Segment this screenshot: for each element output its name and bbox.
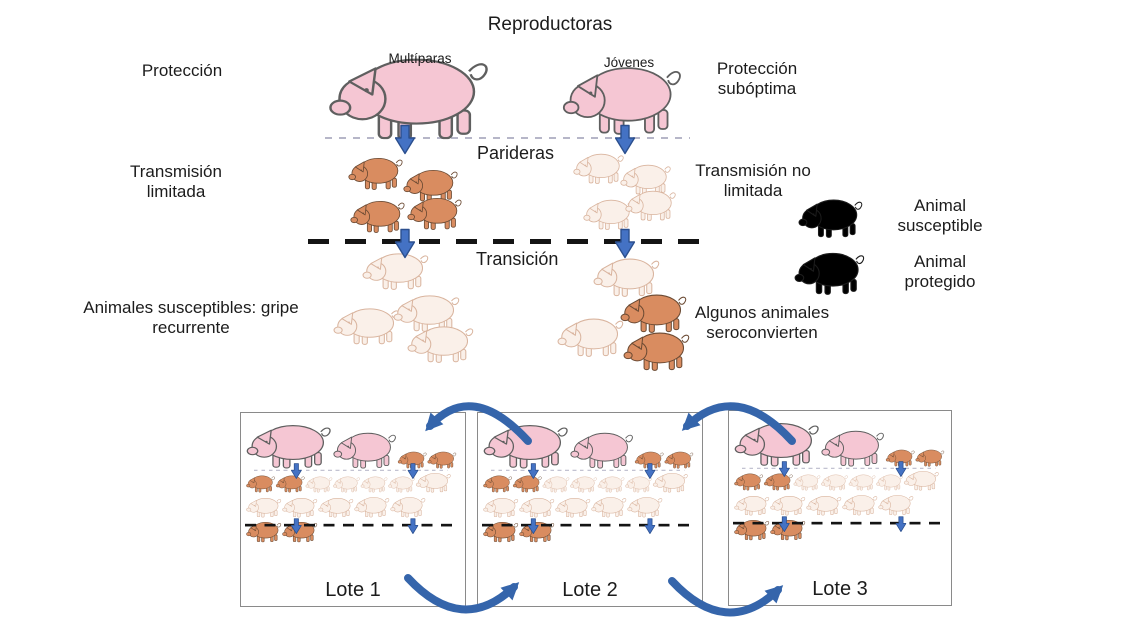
sow-multiparas-icon <box>734 422 819 467</box>
protected-piglet-icon <box>407 197 462 230</box>
susceptible-piglet-icon <box>842 495 878 516</box>
down-arrow-icon <box>779 461 790 477</box>
lote-2-mini-diagram <box>481 421 695 596</box>
lote-1-label: Lote 1 <box>325 579 381 601</box>
susceptible-piglet-icon <box>282 498 318 518</box>
susceptible-piglet-icon <box>557 318 624 357</box>
protected-piglet-icon <box>623 332 690 371</box>
susceptible-piglet-icon <box>333 476 360 493</box>
farrowing-divider-line <box>490 469 685 471</box>
down-arrow-icon <box>528 518 539 534</box>
susceptible-piglet-icon <box>806 496 842 516</box>
susceptible-piglet-icon <box>318 498 354 518</box>
sow-multiparas-icon <box>483 424 568 469</box>
farrowing-divider-line <box>325 137 690 139</box>
susceptible-piglet-icon <box>542 476 570 493</box>
transition-divider-line <box>244 523 455 527</box>
susceptible-piglet-icon <box>354 497 390 518</box>
label-transition: Transición <box>476 249 559 269</box>
protected-piglet-icon <box>620 294 687 333</box>
susceptible-piglet-icon <box>848 474 876 491</box>
susceptible-piglet-icon <box>625 190 676 221</box>
susceptible-piglet-icon <box>652 473 688 493</box>
down-arrow-icon <box>407 518 419 534</box>
label-protection: Protección <box>141 61 223 80</box>
susceptible-piglet-icon <box>573 153 624 184</box>
susceptible-piglet-icon <box>390 497 426 518</box>
sow-jovenes-icon <box>333 432 396 469</box>
susceptible-piglet-icon <box>483 498 519 518</box>
sow-multiparas-icon <box>246 424 331 469</box>
sow-jovenes-icon <box>570 432 633 469</box>
protected-piglet-icon <box>246 475 275 493</box>
sow-label-jovenes: Jóvenes <box>603 55 655 70</box>
batch-box-lote-2: Lote 2 <box>477 412 703 607</box>
susceptible-piglet-icon <box>407 326 474 363</box>
protected-piglet-icon <box>348 157 403 190</box>
down-arrow-icon <box>779 516 790 532</box>
label-protection-suboptimal: Protección subóptima <box>716 59 798 99</box>
protected-piglet-icon <box>427 451 457 469</box>
lote-3-label: Lote 3 <box>812 578 868 600</box>
protected-piglet-icon <box>915 449 945 467</box>
down-arrow-icon <box>291 463 302 479</box>
susceptible-piglet-icon <box>360 476 388 493</box>
batch-box-lote-3: Lote 3 <box>728 410 952 606</box>
susceptible-piglet-icon <box>627 497 663 518</box>
down-arrow-icon <box>407 463 419 479</box>
transition-divider-line <box>308 239 704 244</box>
susceptible-piglet-icon <box>821 474 848 491</box>
down-arrow-icon <box>528 463 539 479</box>
protected-piglet-icon <box>734 473 763 491</box>
lote-1-mini-diagram <box>244 421 458 596</box>
label-transmission-unlimited: Transmisión no limitada <box>695 161 811 201</box>
down-arrow-icon <box>644 463 656 479</box>
down-arrow-icon <box>615 228 635 259</box>
sow-jovenes-icon <box>821 430 884 467</box>
susceptible-piglet-icon <box>305 476 333 493</box>
lote-2-label: Lote 2 <box>562 579 618 601</box>
farrowing-divider-line <box>741 467 936 469</box>
label-transmission-limited: Transmisión limitada <box>130 162 222 202</box>
down-arrow-icon <box>395 124 415 155</box>
diagram-title: Reproductoras <box>487 14 613 35</box>
susceptible-piglet-icon <box>246 498 282 518</box>
susceptible-piglet-icon <box>903 471 939 491</box>
susceptible-piglet-icon <box>519 498 555 518</box>
susceptible-piglet-icon <box>770 496 806 516</box>
label-farrowing: Parideras <box>477 143 555 163</box>
legend-label-protected: Animal protegido <box>904 252 976 292</box>
farrowing-divider-line <box>253 469 448 471</box>
susceptible-piglet-icon <box>734 496 770 516</box>
legend-label-susceptible: Animal susceptible <box>897 196 983 236</box>
batch-box-lote-1: Lote 1 <box>240 412 466 607</box>
sow-label-multiparas: Multíparas <box>388 51 452 66</box>
susceptible-piglet-icon <box>793 474 821 491</box>
susceptible-piglet-icon <box>591 497 627 518</box>
down-arrow-icon <box>895 461 907 477</box>
label-some-seroconvert: Algunos animales seroconvierten <box>694 303 830 343</box>
susceptible-piglet-icon <box>878 495 914 516</box>
lote-3-mini-diagram <box>732 419 946 594</box>
susceptible-piglet-icon <box>415 473 451 493</box>
down-arrow-icon <box>615 124 635 155</box>
susceptible-piglet-icon <box>597 476 625 493</box>
transition-divider-line <box>732 521 943 525</box>
transition-divider-line <box>481 523 692 527</box>
down-arrow-icon <box>395 228 415 259</box>
top-diagram <box>308 45 710 375</box>
down-arrow-icon <box>644 518 656 534</box>
protected-piglet-icon <box>483 475 512 493</box>
down-arrow-icon <box>895 516 907 532</box>
protected-pig-icon <box>794 252 865 295</box>
susceptible-piglet-icon <box>555 498 591 518</box>
label-susceptible-recurrent: Animales susceptibles: gripe recurrente <box>83 298 299 338</box>
down-arrow-icon <box>291 518 302 534</box>
susceptible-piglet-icon <box>570 476 597 493</box>
protected-piglet-icon <box>664 451 694 469</box>
susceptible-piglet-icon <box>333 308 400 345</box>
susceptible-pig-icon <box>798 199 863 238</box>
